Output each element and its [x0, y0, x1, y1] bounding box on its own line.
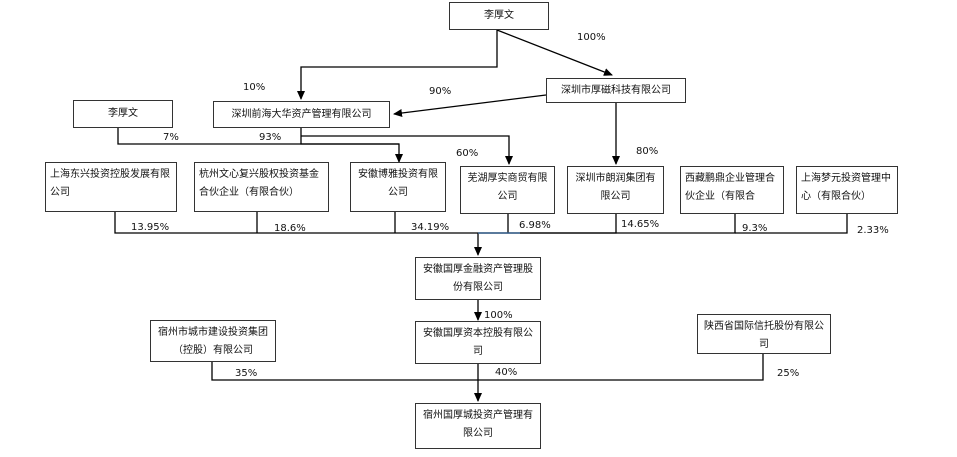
pct-pengding-share: 9.3% — [742, 223, 768, 234]
pct-houci-to-langrun: 80% — [636, 146, 659, 157]
pct-houci-to-wuhu: 60% — [456, 148, 479, 159]
entity-anhui-guohou-capital: 安徽国厚资本控股有限公司 — [415, 321, 541, 364]
entity-li-houwen-top: 李厚文 — [449, 2, 549, 30]
pct-dongxing-share: 13.95% — [131, 222, 170, 233]
pct-shaanxi-share: 25% — [777, 368, 800, 379]
entity-anhui-guohou-finance: 安徽国厚金融资产管理股份有限公司 — [415, 257, 541, 300]
entity-suzhou-urban-construction: 宿州市城市建设投资集团（控股）有限公司 — [150, 320, 276, 362]
edge-mengyuan — [735, 213, 848, 234]
entity-houci-tech: 深圳市厚磁科技有限公司 — [546, 78, 686, 103]
pct-langrun-share: 14.65% — [621, 219, 660, 230]
edge-houci-to-wuhu — [301, 135, 513, 165]
entity-anhui-boya: 安徽博雅投资有限公司 — [350, 162, 446, 212]
edge-urban — [211, 362, 478, 381]
entity-hangzhou-wenxin: 杭州文心复兴股权投资基金合伙企业（有限合伙） — [194, 162, 329, 212]
pct-boya-share: 34.19% — [411, 222, 450, 233]
entity-shaanxi-trust: 陕西省国际信托股份有限公司 — [697, 314, 831, 354]
pct-li-left-to-boya: 7% — [163, 132, 179, 143]
entity-xizang-pengding: 西藏鹏鼎企业管理合伙企业（有限合 — [680, 166, 784, 214]
pct-wenxin-share: 18.6% — [274, 223, 306, 234]
pct-houci-to-qianhai: 90% — [429, 86, 452, 97]
entity-li-houwen-left: 李厚文 — [73, 100, 173, 128]
edge-houci-to-qianhai — [393, 94, 547, 117]
entity-shanghai-mengyuan: 上海梦元投资管理中心（有限合伙） — [796, 166, 898, 214]
edge-li-to-qianhai — [297, 30, 498, 100]
edge-dongxing — [114, 211, 478, 234]
edge-li-to-houci — [496, 29, 613, 76]
edge-shaanxi — [478, 352, 764, 381]
pct-finance-to-capital: 100% — [484, 310, 513, 321]
edge-pengding — [478, 214, 736, 234]
edge-qianhai-to-boya — [300, 127, 403, 163]
entity-qianhai-dahua: 深圳前海大华资产管理有限公司 — [213, 101, 390, 128]
pct-urban-share: 35% — [235, 368, 258, 379]
pct-capital-share: 40% — [495, 367, 518, 378]
entity-wuhu-houshi: 芜湖厚实商贸有限公司 — [460, 166, 555, 214]
pct-wuhu-share: 6.98% — [519, 220, 551, 231]
entity-shenzhen-langrun: 深圳市朗润集团有限公司 — [567, 166, 664, 214]
entity-shanghai-dongxing: 上海东兴投资控股发展有限公司 — [45, 162, 177, 212]
entity-suzhou-guohou-city: 宿州国厚城投资产管理有限公司 — [415, 403, 541, 449]
pct-li-to-qianhai: 10% — [243, 82, 266, 93]
pct-mengyuan-share: 2.33% — [857, 225, 889, 236]
pct-qianhai-to-boya: 93% — [259, 132, 282, 143]
pct-li-to-houci: 100% — [577, 32, 606, 43]
